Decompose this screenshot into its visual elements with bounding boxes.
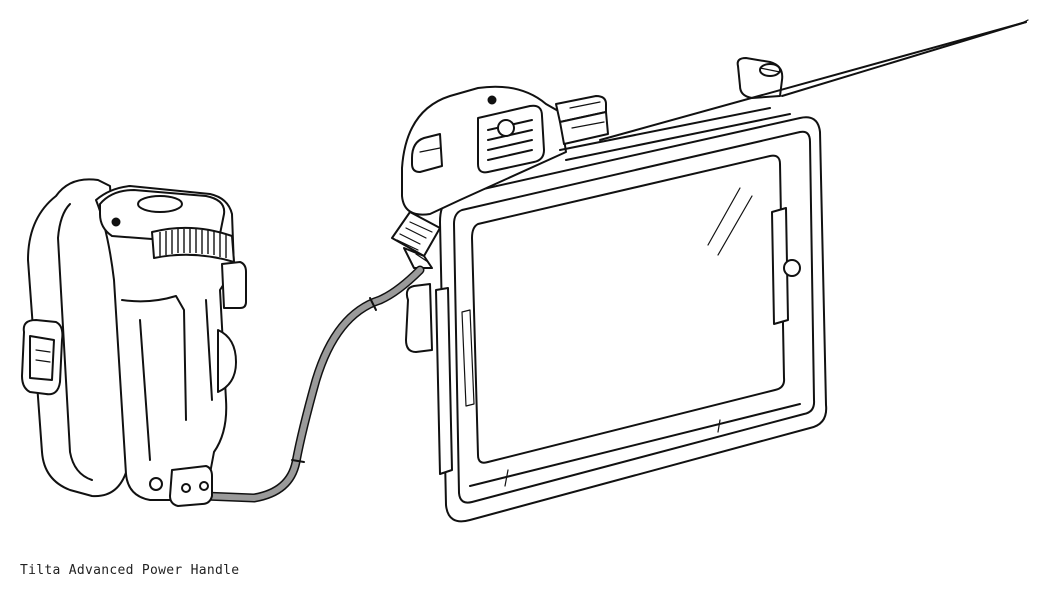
power-handle	[21, 178, 247, 507]
monitor-screen	[471, 154, 786, 464]
monitor-cage	[405, 116, 828, 523]
top-mount	[401, 19, 1029, 216]
cable-connector	[391, 211, 441, 269]
diagram-caption: Tilta Advanced Power Handle	[20, 563, 240, 578]
power-cable	[199, 265, 425, 503]
